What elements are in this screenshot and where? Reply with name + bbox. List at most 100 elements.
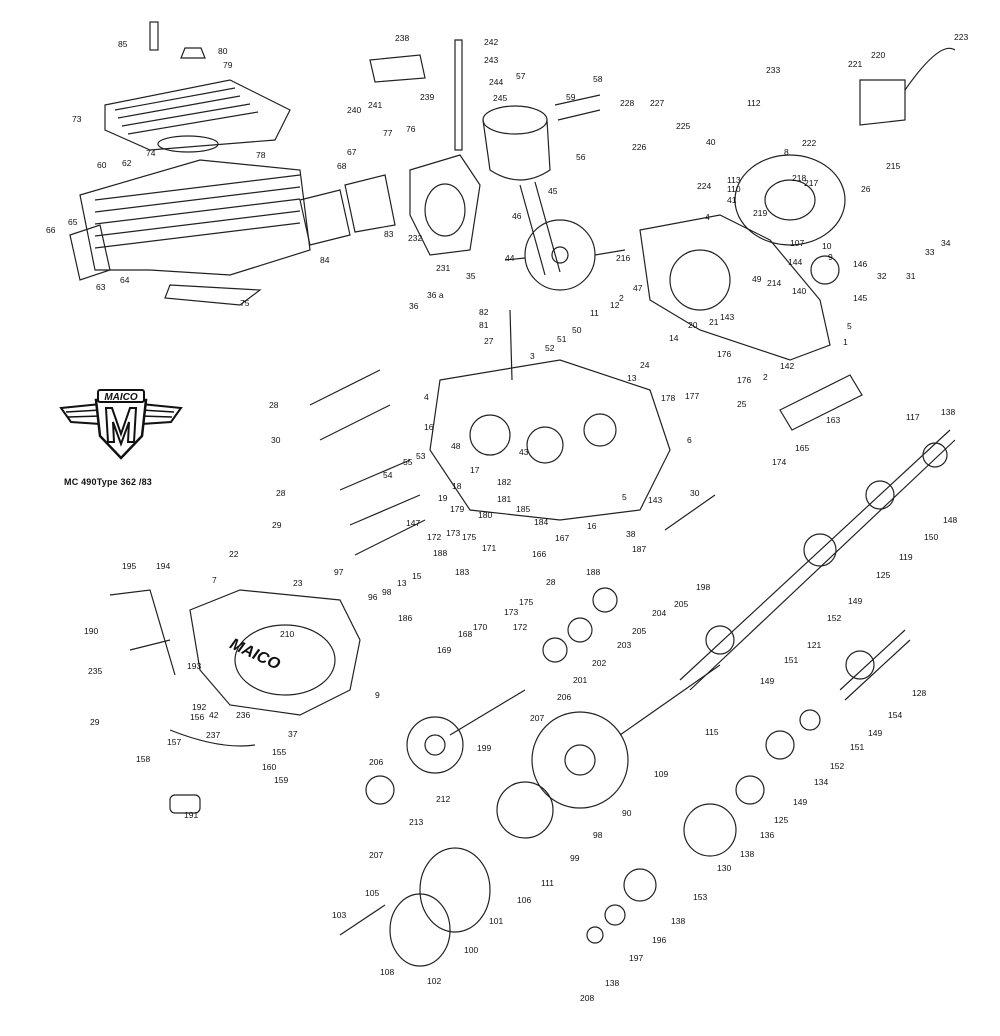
part-number-label: 99 bbox=[570, 853, 580, 863]
part-number-label: 35 bbox=[466, 271, 476, 281]
part-number-label: 52 bbox=[545, 343, 555, 353]
part-number-label: 183 bbox=[455, 567, 470, 577]
part-number-label: 221 bbox=[848, 59, 863, 69]
part-number-label: 10 bbox=[822, 241, 832, 251]
part-number-label: 28 bbox=[269, 400, 279, 410]
part-number-label: 165 bbox=[795, 443, 810, 453]
part-number-label: 107 bbox=[790, 238, 805, 248]
part-number-label: 158 bbox=[136, 754, 151, 764]
part-number-label: 152 bbox=[827, 613, 842, 623]
part-number-label: 171 bbox=[482, 543, 497, 553]
part-number-label: 216 bbox=[616, 253, 631, 263]
part-number-label: 205 bbox=[674, 599, 689, 609]
part-number-label: 100 bbox=[464, 945, 479, 955]
part-number-label: 28 bbox=[276, 488, 286, 498]
part-number-label: 97 bbox=[334, 567, 344, 577]
part-number-label: 170 bbox=[473, 622, 488, 632]
part-number-label: 193 bbox=[187, 661, 202, 671]
part-number-label: 154 bbox=[888, 710, 903, 720]
part-number-label: 212 bbox=[436, 794, 451, 804]
part-number-label: 101 bbox=[489, 916, 504, 926]
part-number-label: 112 bbox=[747, 98, 761, 108]
part-number-label: 185 bbox=[516, 504, 531, 514]
part-number-label: 184 bbox=[534, 517, 549, 527]
part-number-label: 36 bbox=[409, 301, 419, 311]
part-number-label: 66 bbox=[46, 225, 56, 235]
maico-logo: MAICO bbox=[56, 386, 186, 471]
part-number-label: 44 bbox=[505, 253, 515, 263]
part-number-label: 1 bbox=[843, 337, 848, 347]
part-number-label: 15 bbox=[412, 571, 422, 581]
part-number-label: 208 bbox=[580, 993, 595, 1003]
part-number-label: 204 bbox=[652, 608, 667, 618]
part-number-label: 177 bbox=[685, 391, 700, 401]
part-number-label: 115 bbox=[705, 727, 719, 737]
part-number-label: 51 bbox=[557, 334, 567, 344]
part-number-label: 168 bbox=[458, 629, 473, 639]
gearbox-shafts bbox=[542, 429, 956, 944]
part-number-label: 9 bbox=[375, 690, 380, 700]
part-number-label: 2 bbox=[619, 293, 624, 303]
part-number-label: 47 bbox=[633, 283, 643, 293]
part-number-label: 207 bbox=[369, 850, 384, 860]
part-number-label: 175 bbox=[519, 597, 534, 607]
part-number-label: 149 bbox=[848, 596, 863, 606]
part-number-label: 151 bbox=[850, 742, 865, 752]
part-number-label: 85 bbox=[118, 39, 128, 49]
part-number-label: 242 bbox=[484, 37, 499, 47]
part-number-label: 187 bbox=[632, 544, 647, 554]
clutch-assembly bbox=[339, 664, 721, 967]
part-number-label: 36 a bbox=[427, 290, 444, 300]
part-number-label: 59 bbox=[566, 92, 576, 102]
part-number-label: 155 bbox=[272, 747, 287, 757]
right-crankcase-half bbox=[639, 47, 956, 361]
part-number-label: 243 bbox=[484, 55, 499, 65]
part-number-label: 32 bbox=[877, 271, 887, 281]
part-number-label: 152 bbox=[830, 761, 845, 771]
part-number-label: 236 bbox=[236, 710, 251, 720]
cylinder-head bbox=[104, 21, 291, 153]
part-number-label: 19 bbox=[438, 493, 448, 503]
part-number-label: 223 bbox=[954, 32, 969, 42]
part-number-label: 14 bbox=[669, 333, 679, 343]
part-number-label: 138 bbox=[605, 978, 620, 988]
part-number-label: 149 bbox=[793, 797, 808, 807]
part-number-label: 90 bbox=[622, 808, 632, 818]
part-number-label: 117 bbox=[906, 412, 920, 422]
part-number-label: 102 bbox=[427, 976, 442, 986]
part-number-label: 16 bbox=[587, 521, 597, 531]
part-number-label: 67 bbox=[347, 147, 357, 157]
part-number-label: 151 bbox=[784, 655, 799, 665]
part-number-label: 7 bbox=[212, 575, 217, 585]
part-number-label: 5 bbox=[622, 492, 627, 502]
part-number-label: 83 bbox=[384, 229, 394, 239]
part-number-label: 55 bbox=[403, 457, 413, 467]
part-number-label: 11 bbox=[590, 308, 599, 318]
part-number-label: 220 bbox=[871, 50, 886, 60]
part-number-label: 138 bbox=[671, 916, 686, 926]
part-number-label: 23 bbox=[293, 578, 303, 588]
part-number-label: 63 bbox=[96, 282, 106, 292]
part-number-label: 192 bbox=[192, 702, 207, 712]
part-number-label: 156 bbox=[190, 712, 205, 722]
part-number-label: 24 bbox=[640, 360, 650, 370]
part-number-label: 33 bbox=[925, 247, 935, 257]
part-number-label: 138 bbox=[740, 849, 755, 859]
part-number-label: 228 bbox=[620, 98, 635, 108]
part-number-label: 213 bbox=[409, 817, 424, 827]
part-number-label: 38 bbox=[626, 529, 636, 539]
part-number-label: 98 bbox=[593, 830, 603, 840]
part-number-label: 144 bbox=[788, 257, 803, 267]
part-number-label: 145 bbox=[853, 293, 868, 303]
carburetor bbox=[299, 39, 481, 256]
part-number-label: 245 bbox=[493, 93, 508, 103]
part-number-label: 196 bbox=[652, 935, 667, 945]
part-number-label: 210 bbox=[280, 629, 295, 639]
part-number-label: 16 bbox=[424, 422, 434, 432]
part-number-label: 235 bbox=[88, 666, 103, 676]
part-number-label: 45 bbox=[548, 186, 558, 196]
part-number-label: 163 bbox=[826, 415, 841, 425]
part-number-label: 172 bbox=[427, 532, 442, 542]
part-number-label: 244 bbox=[489, 77, 504, 87]
part-number-label: 98 bbox=[382, 587, 392, 597]
